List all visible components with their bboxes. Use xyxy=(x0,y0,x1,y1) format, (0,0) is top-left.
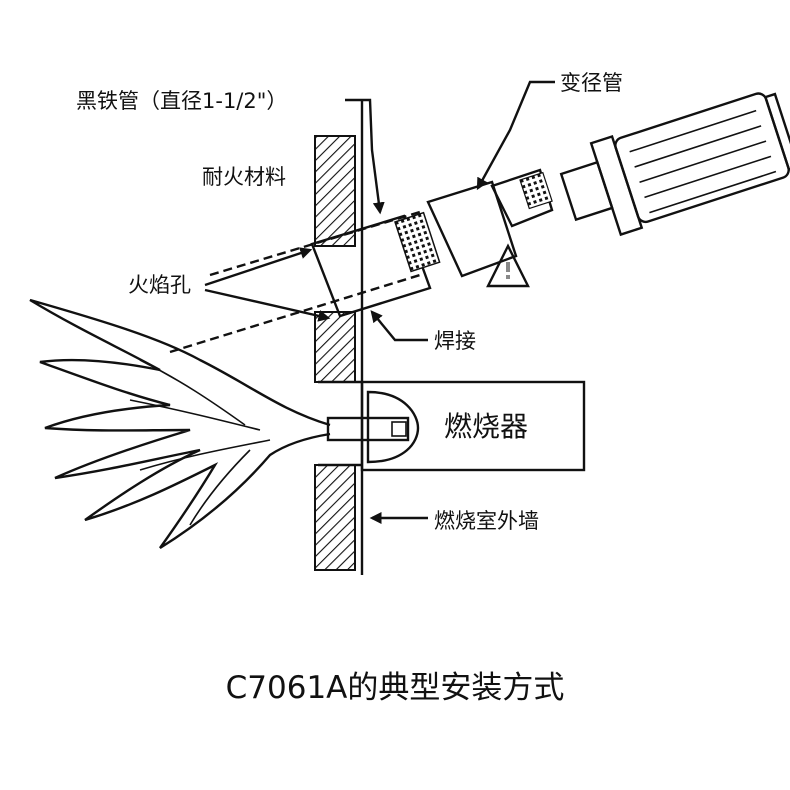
diagram-caption: C7061A的典型安装方式 xyxy=(226,670,565,706)
refractory-lower xyxy=(314,464,356,571)
flame-detector xyxy=(559,92,790,237)
burner-dome xyxy=(366,390,420,464)
label-black-iron-pipe: 黑铁管（直径1-1/2"） xyxy=(76,89,287,113)
sight-lines xyxy=(169,210,421,354)
label-flame-hole: 火焰孔 xyxy=(128,273,191,297)
reducer xyxy=(426,168,554,278)
burner xyxy=(318,380,586,472)
label-outer-wall: 燃烧室外墙 xyxy=(434,509,539,533)
flame xyxy=(29,298,331,550)
label-weld: 焊接 xyxy=(434,329,476,353)
refractory-middle xyxy=(314,311,356,383)
burner-box xyxy=(360,380,586,472)
pipe-thread xyxy=(394,211,441,273)
label-burner: 燃烧器 xyxy=(444,410,528,443)
burner-nozzle xyxy=(326,416,410,442)
label-refractory: 耐火材料 xyxy=(202,165,286,189)
refractory-upper xyxy=(314,135,356,247)
leader-lines xyxy=(204,80,555,524)
combustion-chamber-wall xyxy=(314,100,364,575)
label-reducer: 变径管 xyxy=(560,71,623,95)
warning-icon xyxy=(486,243,530,288)
